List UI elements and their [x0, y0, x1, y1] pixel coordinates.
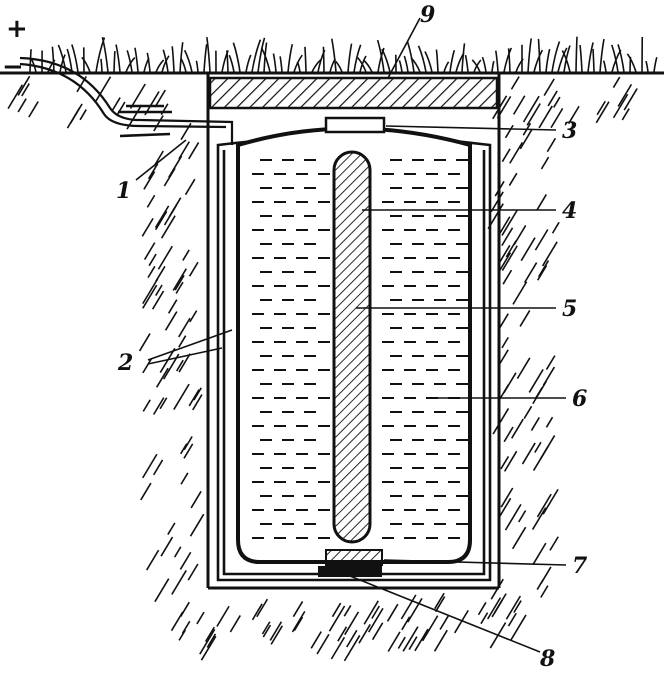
bottom-insulator	[325, 549, 383, 566]
callout-3: 3	[562, 118, 578, 144]
callout-1: 1	[116, 178, 132, 204]
grass-layer	[29, 36, 658, 73]
callout-9: 9	[420, 2, 436, 28]
callout-4: 4	[562, 198, 578, 224]
pit-lid	[208, 76, 499, 110]
electrolyte	[252, 159, 468, 539]
soil-hatching	[7, 75, 638, 662]
lead-wires	[19, 56, 234, 145]
positive-terminal-label: +	[6, 14, 28, 44]
leader-lines	[135, 17, 567, 653]
callout-8: 8	[540, 646, 556, 672]
pit-outline	[206, 73, 501, 590]
callout-7: 7	[572, 553, 588, 579]
callout-6: 6	[572, 386, 588, 412]
central-electrode	[332, 150, 372, 544]
callout-5: 5	[562, 296, 578, 322]
bottom-contact	[318, 566, 382, 577]
negative-terminal-label: −	[2, 52, 24, 82]
callout-2: 2	[118, 350, 134, 376]
filler-cap	[324, 116, 386, 134]
